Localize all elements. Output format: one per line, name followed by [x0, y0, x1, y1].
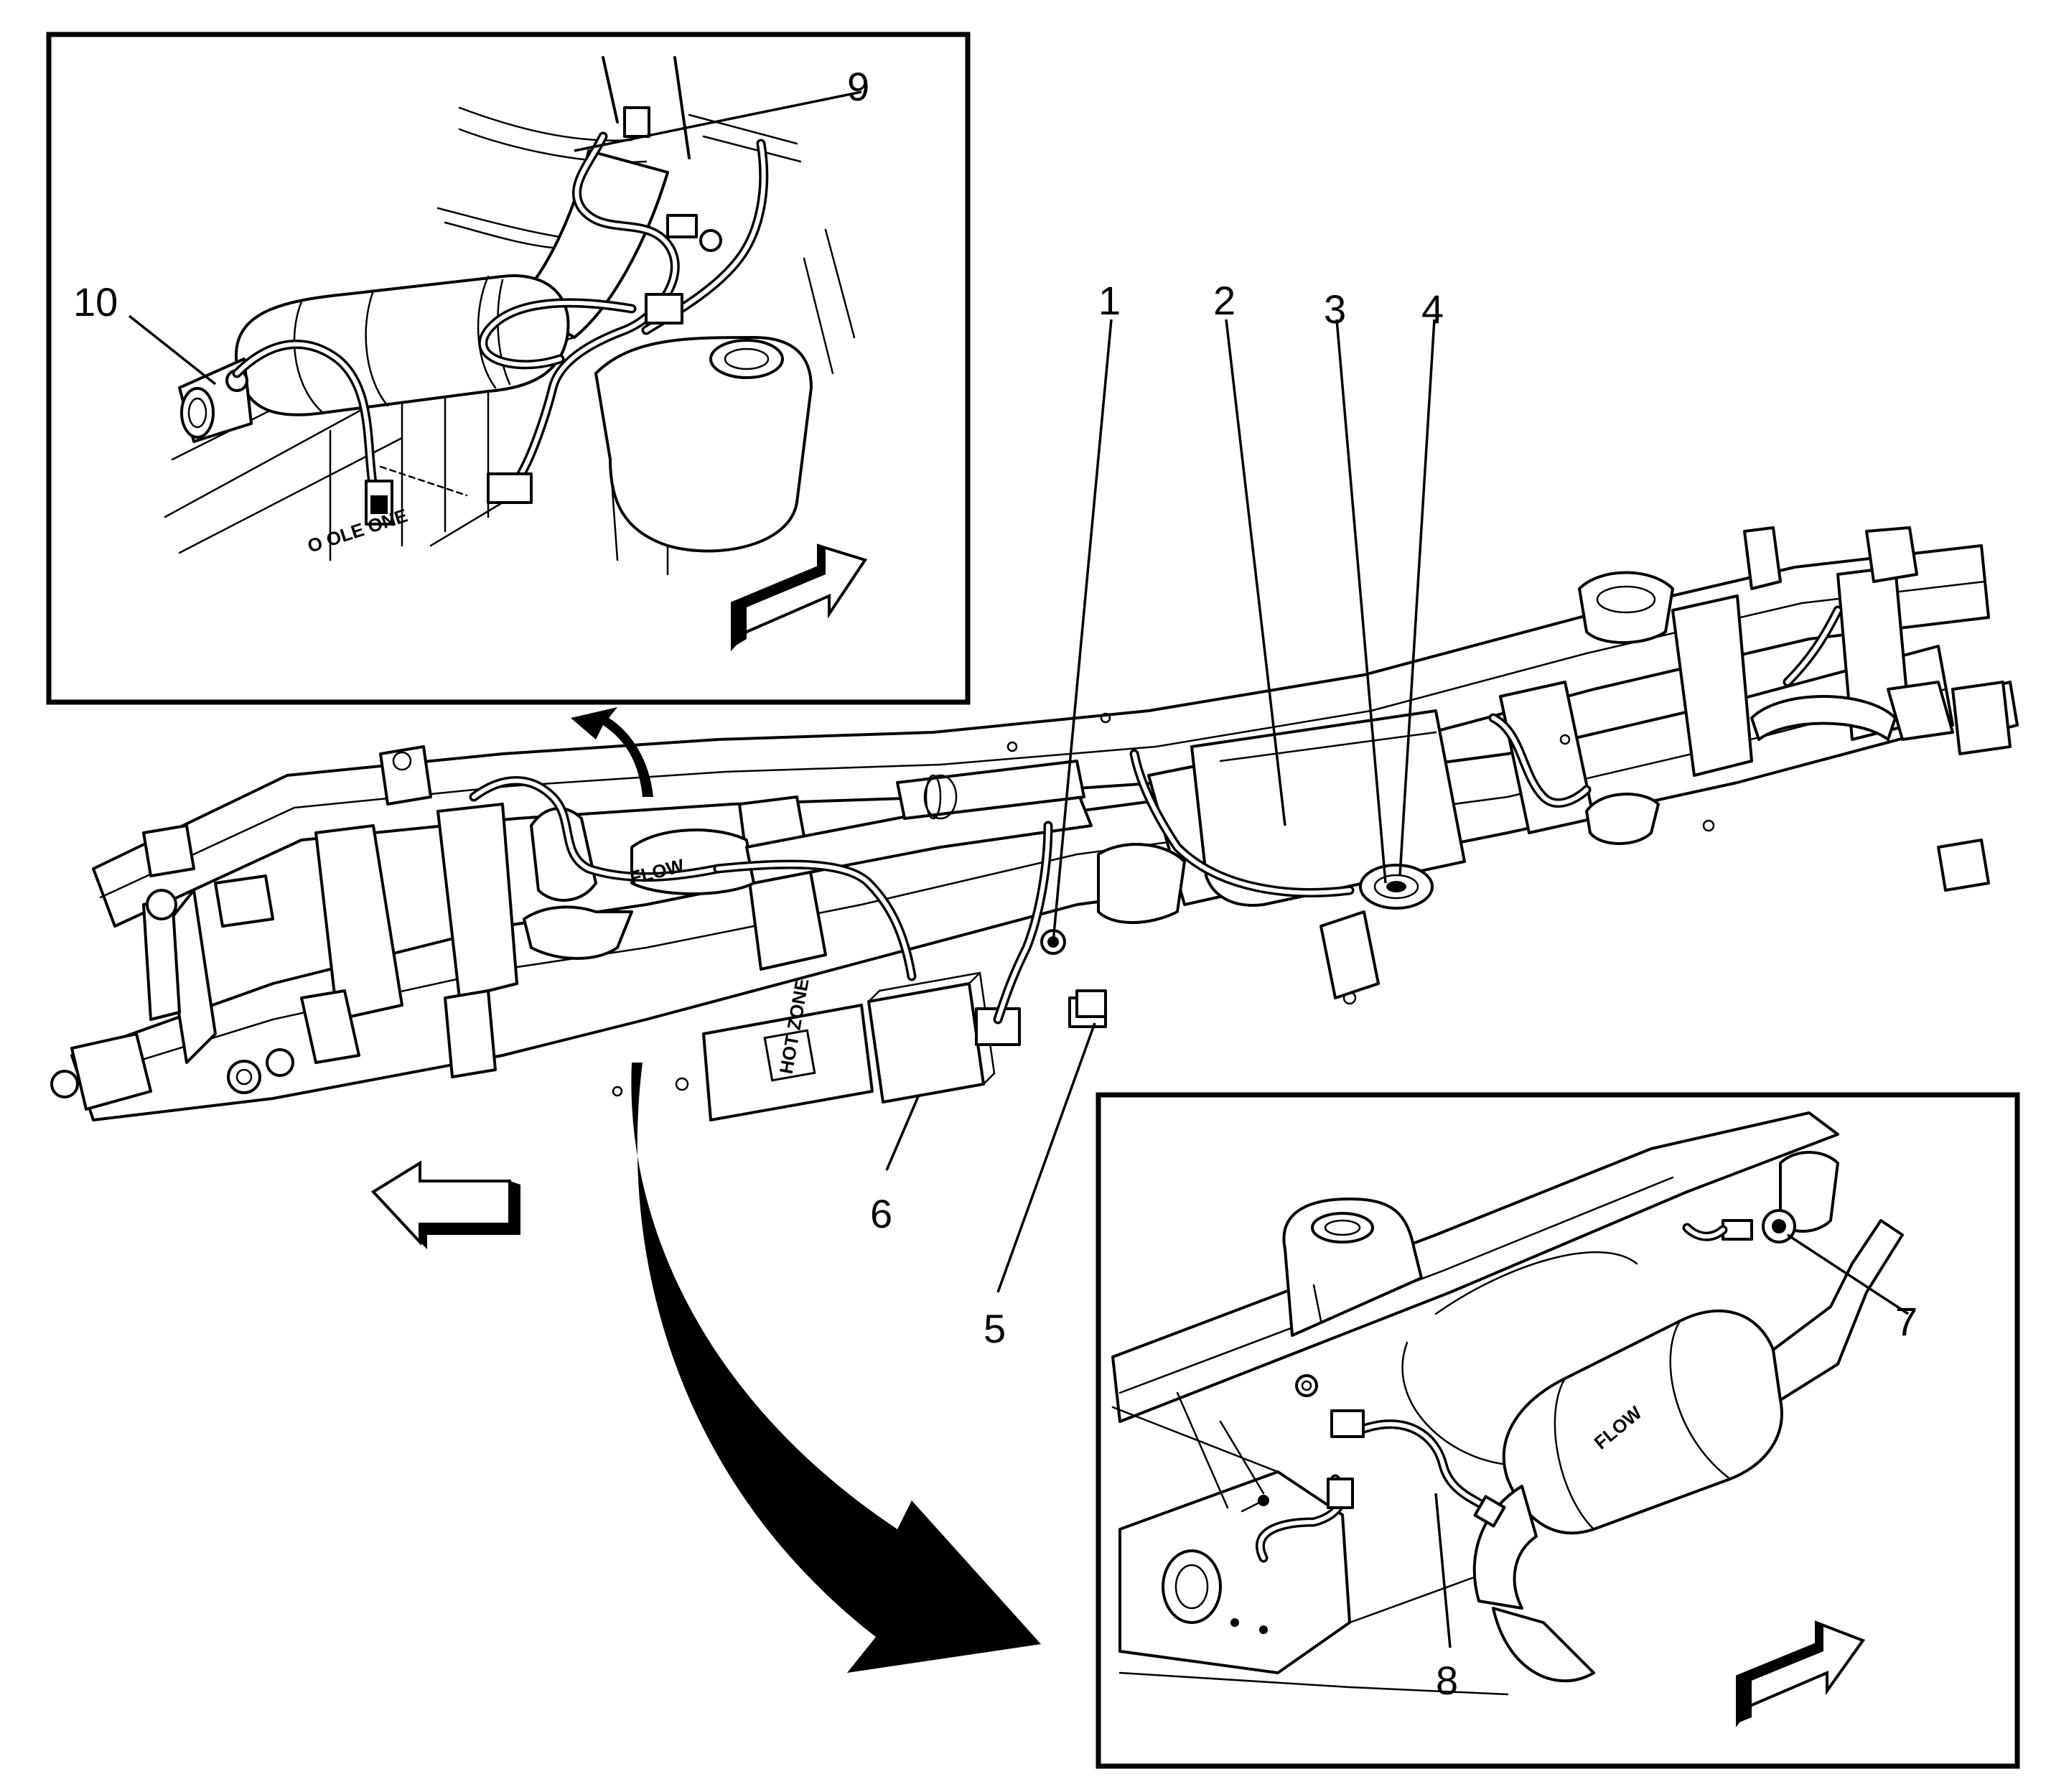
curved-arrow-to-top-inset-icon [571, 707, 653, 797]
vehicle-frame-assembly: HOT ZONE FLOW [50, 526, 2019, 1121]
forward-direction-arrow-inset-icon [1736, 1620, 1866, 1727]
callout-2: 2 [1213, 278, 1235, 323]
callout-3: 3 [1324, 286, 1346, 332]
callout-6: 6 [870, 1191, 892, 1236]
callout-9: 9 [847, 64, 869, 109]
callout-1: 1 [1098, 278, 1121, 323]
callout-7: 7 [1895, 1299, 1917, 1344]
callout-10: 10 [73, 279, 118, 325]
callout-8: 8 [1436, 1658, 1458, 1703]
front-of-vehicle-arrow-icon [370, 1160, 520, 1249]
callout-5: 5 [984, 1306, 1006, 1351]
callout-4: 4 [1421, 286, 1444, 332]
bottom-right-detail-inset: FLOW 7 8 [1096, 1092, 2020, 1769]
forward-direction-arrow-icon [731, 543, 868, 652]
top-left-detail-inset: O OLE ONE 9 10 [46, 32, 971, 705]
curved-arrow-to-bottom-inset-icon [631, 1063, 1041, 1673]
